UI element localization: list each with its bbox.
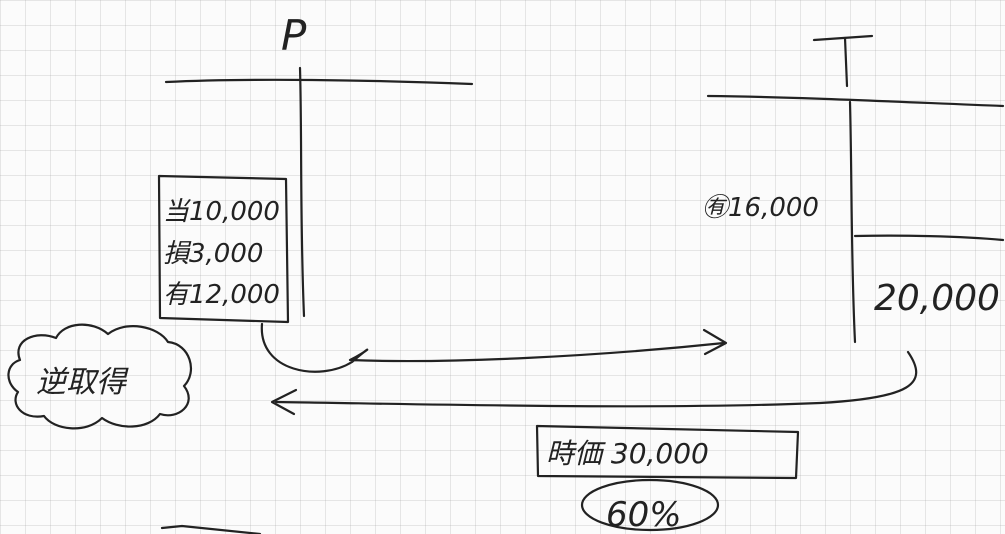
- target-label-top-stroke: [812, 34, 874, 42]
- share-exchange-arrow: [260, 322, 728, 373]
- return-arrow-head: [270, 388, 298, 416]
- target-label-stem: [843, 36, 849, 88]
- reverse-acquisition-cloud: 逆取得: [7, 323, 193, 430]
- parent-entry-line-1: 当10,000: [163, 197, 280, 227]
- parent-vertical-line: [298, 66, 306, 318]
- target-credit-divider: [853, 234, 1005, 242]
- target-debit-entry: ㊒16,000: [702, 193, 819, 223]
- parent-label: P: [281, 11, 307, 60]
- return-arrow-line: [274, 350, 918, 408]
- fair-value-box: 時価 30,000: [535, 424, 800, 480]
- target-credit-value: 20,000: [874, 278, 1000, 319]
- target-horizontal-line: [706, 94, 1005, 108]
- parent-horizontal-line: [164, 78, 474, 86]
- cloud-outline: [7, 323, 193, 430]
- fair-value-label: 時価 30,000: [546, 437, 709, 470]
- percent-ellipse-outline: [580, 478, 720, 532]
- parent-entry-box: 当10,000 損3,000 有12,000: [157, 174, 290, 324]
- parent-entry-line-3: 有12,000: [163, 280, 280, 310]
- fair-value-box-border: [535, 424, 800, 480]
- percent-label: 60%: [606, 495, 682, 534]
- cloud-label: 逆取得: [36, 365, 129, 400]
- parent-entry-box-border: [157, 174, 290, 324]
- target-vertical-line: [848, 100, 857, 344]
- bottom-partial-line: [160, 524, 262, 534]
- return-arrow: [270, 350, 918, 416]
- parent-entry-line-2: 損3,000: [163, 239, 263, 269]
- share-exchange-arrow-head: [702, 328, 728, 356]
- percent-ellipse: 60%: [580, 478, 720, 534]
- target-t-account: [706, 34, 1005, 344]
- parent-t-account: P: [164, 11, 474, 318]
- share-exchange-arrow-line: [260, 322, 726, 373]
